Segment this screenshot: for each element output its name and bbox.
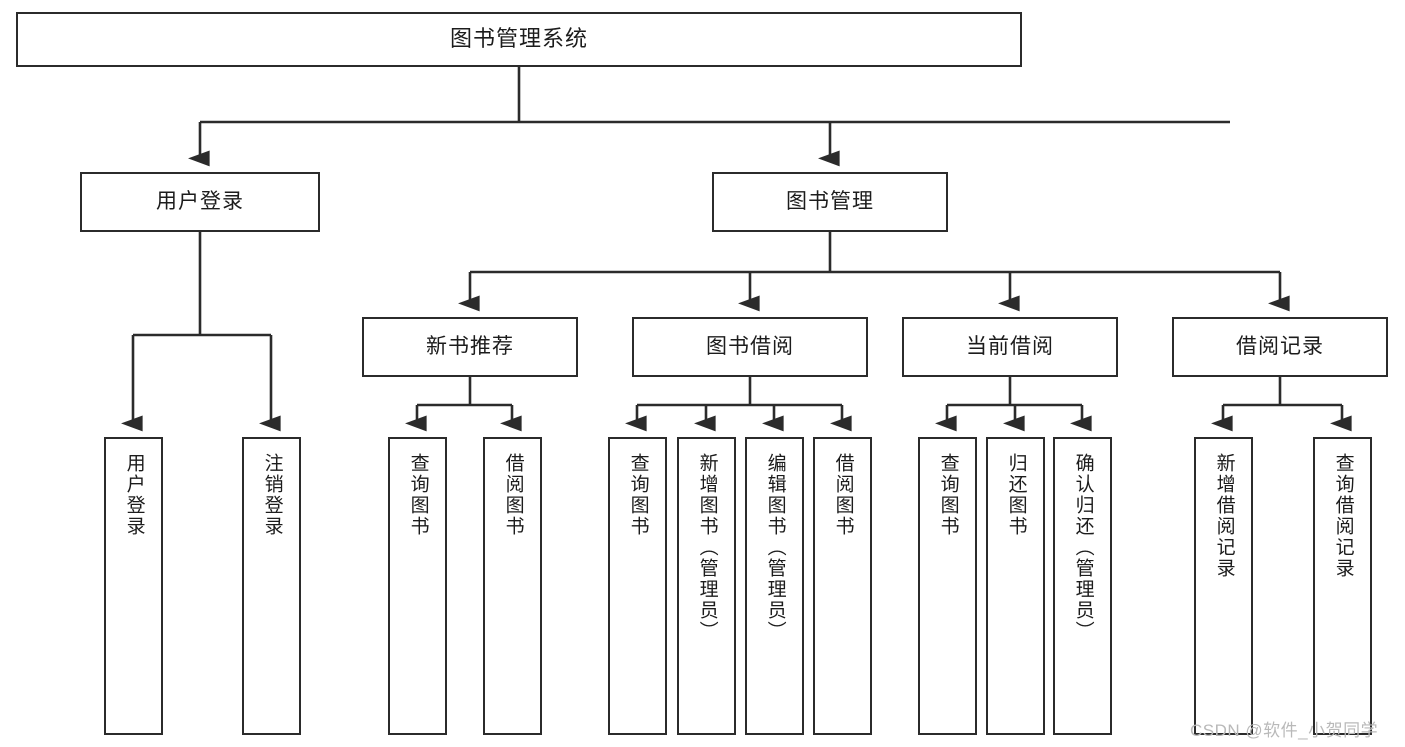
node-label: 图书管理系统 <box>449 26 588 52</box>
node-borrow-record[interactable]: 借阅记录 <box>1172 317 1388 377</box>
node-label: 确认归还（管理员） <box>1072 453 1094 642</box>
leaf-edit-book-admin[interactable]: 编辑图书（管理员） <box>745 437 804 735</box>
leaf-borrow-book-recommend[interactable]: 借阅图书 <box>483 437 542 735</box>
csdn-watermark: CSDN @软件_小贺同学 <box>1190 721 1379 740</box>
leaf-add-book-admin[interactable]: 新增图书（管理员） <box>677 437 736 735</box>
node-label: 用户登录 <box>123 453 145 537</box>
node-label: 查询图书 <box>627 453 649 537</box>
node-book-borrow[interactable]: 图书借阅 <box>632 317 868 377</box>
node-root-book-management-system[interactable]: 图书管理系统 <box>16 12 1022 67</box>
leaf-query-book-current[interactable]: 查询图书 <box>918 437 977 735</box>
leaf-return-book[interactable]: 归还图书 <box>986 437 1045 735</box>
node-label: 编辑图书（管理员） <box>764 453 786 642</box>
node-label: 借阅记录 <box>1236 335 1324 359</box>
node-label: 新增图书（管理员） <box>696 453 718 642</box>
leaf-user-login[interactable]: 用户登录 <box>104 437 163 735</box>
leaf-borrow-book[interactable]: 借阅图书 <box>813 437 872 735</box>
node-label: 用户登录 <box>156 190 244 214</box>
node-label: 查询图书 <box>937 453 959 537</box>
node-label: 注销登录 <box>261 453 283 537</box>
node-label: 图书借阅 <box>706 335 794 359</box>
node-user-login[interactable]: 用户登录 <box>80 172 320 232</box>
leaf-add-borrow-record[interactable]: 新增借阅记录 <box>1194 437 1253 735</box>
leaf-user-logout[interactable]: 注销登录 <box>242 437 301 735</box>
node-label: 借阅图书 <box>502 453 524 537</box>
node-label: 查询借阅记录 <box>1332 453 1354 579</box>
node-label: 归还图书 <box>1005 453 1027 537</box>
leaf-query-book-borrow[interactable]: 查询图书 <box>608 437 667 735</box>
node-label: 查询图书 <box>407 453 429 537</box>
node-book-management[interactable]: 图书管理 <box>712 172 948 232</box>
leaf-query-book-recommend[interactable]: 查询图书 <box>388 437 447 735</box>
node-label: 当前借阅 <box>966 335 1054 359</box>
node-label: 图书管理 <box>786 190 874 214</box>
leaf-confirm-return-admin[interactable]: 确认归还（管理员） <box>1053 437 1112 735</box>
node-new-book-recommend[interactable]: 新书推荐 <box>362 317 578 377</box>
node-label: 借阅图书 <box>832 453 854 537</box>
node-label: 新增借阅记录 <box>1213 453 1235 579</box>
node-label: 新书推荐 <box>426 335 514 359</box>
node-current-borrow[interactable]: 当前借阅 <box>902 317 1118 377</box>
leaf-query-borrow-record[interactable]: 查询借阅记录 <box>1313 437 1372 735</box>
